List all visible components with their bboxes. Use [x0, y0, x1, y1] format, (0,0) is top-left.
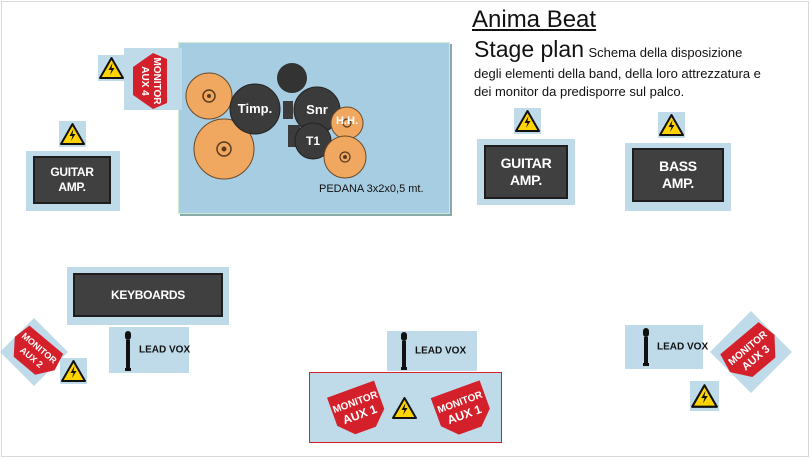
drum-snare-block	[283, 101, 293, 119]
monitor-aux2: MONITOR AUX 2	[13, 325, 64, 375]
power-outlet-bass	[658, 112, 685, 138]
drum-top-round	[277, 63, 307, 93]
lead-vox-center-zone: LEAD VOX	[387, 331, 477, 371]
drum-timp	[229, 83, 281, 135]
electrical-hazard-icon	[691, 384, 718, 408]
stage-plan-heading: Stage plan Schema della disposizione	[474, 36, 742, 63]
electrical-hazard-icon	[60, 123, 85, 145]
lead-vox-right-zone: LEAD VOX	[625, 325, 708, 369]
description-line-2: degli elementi della band, della loro at…	[474, 66, 761, 81]
microphone-icon	[401, 332, 407, 370]
guitar-amp-left: GUITAR AMP.	[33, 156, 111, 204]
stage-plan-title: Stage plan	[474, 36, 584, 62]
drum-label-hihat: H.H.	[336, 115, 358, 127]
drum-riser: Timp. Snr H.H. T1 PEDANA 3x2x0,5 mt.	[178, 42, 450, 214]
bass-amp: BASS AMP.	[632, 148, 724, 202]
bass-amp-line2: AMP.	[661, 175, 694, 191]
lead-vox-left-label: LEAD VOX	[139, 344, 191, 356]
drum-label-t1: T1	[305, 134, 320, 148]
cymbal-crash-left	[185, 72, 233, 120]
power-outlet-guitar-left	[59, 121, 86, 147]
monitor-aux4: MONITOR AUX 4	[133, 53, 167, 109]
monitor-aux1-left: MONITOR AUX 1	[327, 380, 385, 435]
electrical-hazard-icon	[515, 110, 540, 132]
lead-vox-right-label: LEAD VOX	[657, 341, 709, 353]
keyboards: KEYBOARDS	[73, 273, 223, 317]
electrical-hazard-icon	[659, 114, 684, 136]
cymbal-crash-right	[323, 135, 367, 179]
bass-amp-line1: BASS	[659, 158, 697, 174]
monitor-aux3: MONITOR AUX 3	[720, 322, 776, 377]
cymbal-ride-left	[193, 118, 255, 180]
power-outlet-aux4	[98, 55, 125, 81]
drum-label-timp: Timp.	[237, 101, 273, 116]
drum-kit	[185, 63, 367, 180]
lead-vox-left-zone: LEAD VOX	[109, 327, 191, 373]
monitor-aux4-line1: MONITOR	[151, 57, 162, 105]
guitar-amp-right-line1: GUITAR	[500, 155, 552, 171]
lead-vox-center-label: LEAD VOX	[415, 345, 467, 357]
band-title: Anima Beat	[472, 6, 597, 33]
monitor-aux4-line2: AUX 4	[139, 66, 150, 96]
power-outlet-aux2	[60, 358, 87, 384]
guitar-amp-left-line1: GUITAR	[50, 165, 94, 179]
guitar-amp-right: GUITAR AMP.	[484, 145, 568, 199]
riser-label: PEDANA 3x2x0,5 mt.	[319, 183, 424, 195]
drum-label-snare: Snr	[306, 102, 328, 117]
guitar-amp-left-line2: AMP.	[58, 180, 86, 194]
microphone-icon	[125, 331, 131, 371]
power-outlet-guitar-right	[514, 108, 541, 134]
description-line-3: dei monitor da predisporre sul palco.	[474, 84, 685, 99]
guitar-amp-right-line2: AMP.	[509, 172, 542, 188]
microphone-icon	[643, 328, 649, 366]
monitor-aux1-right: MONITOR AUX 1	[430, 380, 490, 435]
description-line-1: Schema della disposizione	[588, 45, 743, 60]
electrical-hazard-icon	[99, 57, 124, 79]
electrical-hazard-icon	[392, 397, 417, 419]
keyboards-label: KEYBOARDS	[111, 288, 185, 302]
power-outlet-front	[391, 395, 418, 421]
electrical-hazard-icon	[61, 360, 86, 382]
power-outlet-aux3	[690, 381, 719, 411]
